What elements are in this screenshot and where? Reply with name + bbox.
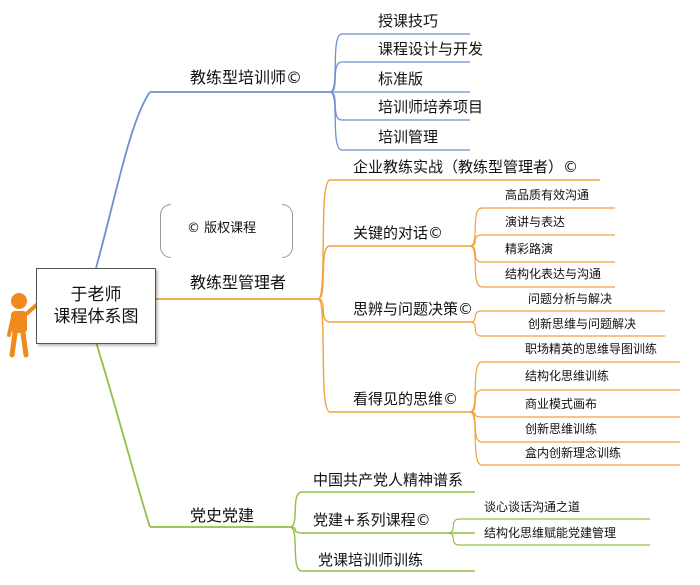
branch2-leaf: 创新思维训练 [525, 422, 598, 436]
connector-line [469, 245, 615, 263]
connector-line [469, 411, 680, 443]
connector-line [317, 298, 470, 413]
branch2-leaf: 结构化表达与沟通 [505, 267, 602, 281]
connector-line [289, 526, 475, 572]
bracket-left [160, 204, 171, 258]
branch2-leaf: 盒内创新理念训练 [525, 446, 622, 460]
teacher-figure-icon [7, 293, 45, 358]
branch-label: 教练型培训师© [190, 68, 303, 87]
connector-line [329, 91, 470, 151]
center-title-line1: 于老师 [70, 285, 122, 305]
branch2-leaf: 商业模式画布 [525, 397, 598, 411]
branch2-leaf: 高品质有效沟通 [505, 188, 590, 202]
connector-line [469, 207, 615, 247]
trunk-line-branch3 [95, 341, 151, 528]
connector-line [469, 310, 665, 323]
branch2-leaf: 精彩路演 [505, 242, 554, 256]
branch3-subitem: 中国共产党人精神谱系 [313, 471, 464, 489]
trunk-line-branch1 [95, 91, 151, 269]
connector-line [289, 491, 475, 528]
branch2-leaf: 问题分析与解决 [528, 292, 613, 306]
branch-label: 党史党建 [190, 506, 255, 525]
center-title-line2: 课程体系图 [53, 307, 139, 327]
branch2-leaf: 创新思维与问题解决 [528, 317, 637, 331]
connector-line [469, 245, 615, 288]
branch2-subitem: 企业教练实战（教练型管理者）© [353, 158, 579, 176]
connector-line [317, 298, 470, 323]
branch1-item: 培训师培养项目 [378, 98, 484, 116]
connector-line [469, 361, 680, 413]
bracket-right [282, 204, 293, 258]
center-node: 于老师 课程体系图 [36, 268, 156, 344]
branch2-subitem: 看得见的思维© [353, 390, 459, 408]
copyright-note: © 版权课程 [187, 221, 257, 236]
branch2-subitem: 关键的对话© [353, 224, 444, 242]
branch1-item: 授课技巧 [378, 12, 439, 30]
branch3-subitem: 党建+系列课程© [313, 511, 431, 529]
connector-line [317, 245, 470, 300]
branch2-subitem: 思辨与问题决策© [353, 300, 474, 318]
connector-line [289, 526, 475, 534]
branch2-leaf: 职场精英的思维导图训练 [525, 342, 658, 356]
branch1-item: 培训管理 [378, 128, 439, 146]
branch-label: 教练型管理者 [190, 273, 287, 292]
branch2-leaf: 结构化思维训练 [525, 369, 610, 383]
branch1-item: 课程设计与开发 [378, 40, 484, 58]
connector-line [329, 33, 470, 93]
branch2-leaf: 演讲与表达 [505, 215, 566, 229]
branch1-item: 标准版 [378, 70, 424, 88]
connector-line [329, 91, 470, 121]
branch3-subitem: 党课培训师训练 [318, 551, 424, 569]
connector-line [317, 179, 600, 300]
branch3-leaf: 谈心谈话沟通之道 [484, 500, 581, 514]
branch3-leaf: 结构化思维赋能党建管理 [484, 526, 617, 540]
connector-line [469, 321, 665, 337]
connector-line [469, 411, 680, 418]
